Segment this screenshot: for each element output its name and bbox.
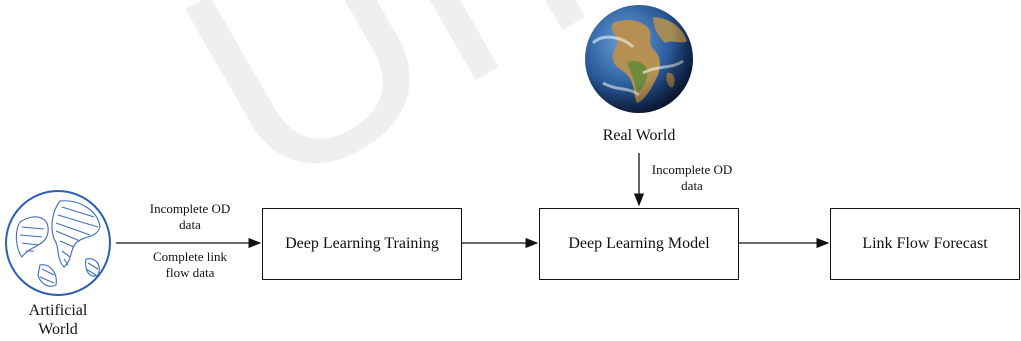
deep-learning-model-box: Deep Learning Model [539, 208, 739, 280]
earth-globe-icon [585, 5, 693, 113]
hand-drawn-globe-icon [5, 190, 111, 296]
artificial-world-label: Artificial World [28, 302, 88, 338]
link-flow-forecast-box: Link Flow Forecast [830, 208, 1020, 280]
real-world-label: Real World [602, 127, 676, 144]
edge-label-incomplete-od: Incomplete OD data [149, 201, 231, 232]
deep-learning-training-box: Deep Learning Training [262, 208, 462, 280]
edge-label-complete-link-flow: Complete link flow data [152, 249, 228, 280]
edge-label-incomplete-od-real: Incomplete OD data [651, 162, 733, 193]
